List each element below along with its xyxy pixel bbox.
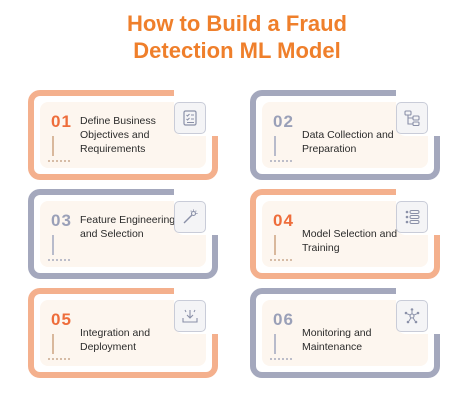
network-icon [396, 300, 428, 332]
step-card-03: 03 Feature Engineering and Selection [28, 189, 218, 279]
step-label: Integration and Deployment [80, 327, 151, 353]
step-card-05: 05 Integration and Deployment [28, 288, 218, 378]
step-label: Feature Engineering and Selection [80, 214, 176, 240]
flowchart-icon [396, 102, 428, 134]
step-card-02: 02 Data Collection and Preparation [250, 90, 440, 180]
step-label: Monitoring and Maintenance [302, 327, 372, 353]
step-number: 02 [270, 112, 297, 132]
step-label: Model Selection and Training [302, 228, 398, 254]
deploy-tray-icon [174, 300, 206, 332]
checklist-icon [174, 102, 206, 134]
step-card-01: 01 Define Business Objectives and Requir… [28, 90, 218, 180]
model-list-icon [396, 201, 428, 233]
page-title: How to Build a Fraud Detection ML Model [0, 10, 474, 64]
title-line-1: How to Build a Fraud [127, 11, 347, 36]
step-number: 05 [48, 310, 75, 330]
step-label: Define Business Objectives and Requireme… [80, 115, 156, 155]
step-number: 04 [270, 211, 297, 231]
step-number: 01 [48, 112, 75, 132]
step-number: 03 [48, 211, 75, 231]
title-line-2: Detection ML Model [133, 38, 341, 63]
step-card-04: 04 Model Selection and Training [250, 189, 440, 279]
step-card-06: 06 Monitoring and Maintenance [250, 288, 440, 378]
magic-wand-icon [174, 201, 206, 233]
step-number: 06 [270, 310, 297, 330]
step-label: Data Collection and Preparation [302, 129, 394, 155]
